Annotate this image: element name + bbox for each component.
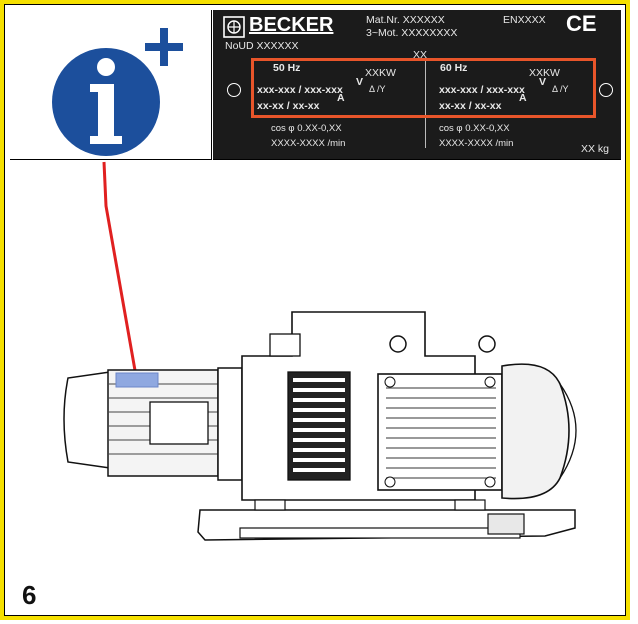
info-icon-box	[10, 10, 212, 160]
no-ud: NoUD XXXXXX	[225, 40, 299, 52]
current-60hz: xx-xx / xx-xx	[439, 100, 502, 112]
amp-unit-50hz: A	[337, 92, 345, 104]
delta-y-60hz: Δ /Y	[552, 84, 569, 94]
becker-logo-icon	[223, 16, 245, 38]
rpm-50hz: XXXX-XXXX /min	[271, 138, 346, 149]
material-number: Mat.Nr. XXXXXX	[366, 14, 445, 26]
cosphi-50hz: cos φ 0.XX-0,XX	[271, 123, 342, 134]
voltage-50hz: xxx-xxx / xxx-xxx	[257, 84, 343, 96]
voltage-highlight-box	[251, 58, 596, 118]
weight: XX kg	[581, 143, 610, 155]
delta-y-50hz: Δ /Y	[369, 84, 386, 94]
figure-number: 6	[22, 580, 37, 610]
document-inner-border	[4, 4, 626, 616]
norm-number: ENXXXX	[503, 14, 546, 26]
volt-unit-50hz: V	[356, 76, 364, 88]
rpm-60hz: XXXX-XXXX /min	[439, 138, 514, 149]
freq-50hz: 50 Hz	[273, 62, 301, 74]
ce-mark: CE	[566, 11, 597, 36]
power-60hz: XXKW	[529, 67, 560, 79]
power-50hz: XXKW	[365, 67, 396, 79]
freq-60hz: 60 Hz	[440, 62, 468, 74]
info-plus-icon	[52, 28, 183, 156]
voltage-60hz: xxx-xxx / xxx-xxx	[439, 84, 525, 96]
mounting-hole-right	[599, 83, 613, 97]
current-50hz: xx-xx / xx-xx	[257, 100, 320, 112]
motor-nameplate: BECKER Mat.Nr. XXXXXX 3~Mot. XXXXXXXX EN…	[213, 10, 621, 160]
amp-unit-60hz: A	[519, 92, 527, 104]
plate-divider	[425, 60, 426, 148]
brand-name: BECKER	[249, 14, 334, 36]
volt-unit-60hz: V	[539, 76, 547, 88]
mounting-hole-left	[227, 83, 241, 97]
motor-phase: 3~Mot. XXXXXXXX	[366, 27, 458, 39]
cosphi-60hz: cos φ 0.XX-0,XX	[439, 123, 510, 134]
